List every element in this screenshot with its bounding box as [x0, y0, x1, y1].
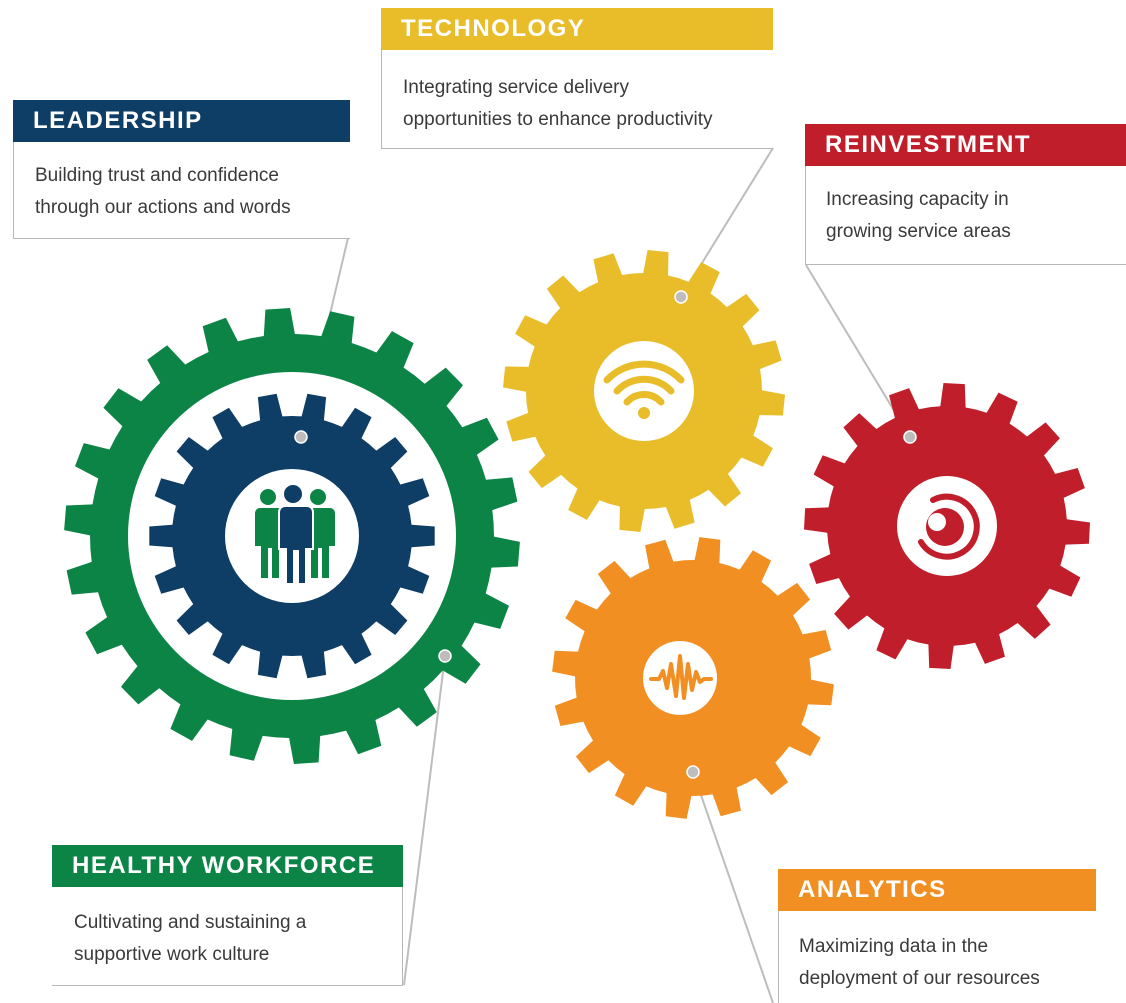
analytics-line-2: deployment of our resources — [799, 968, 1040, 989]
technology-line-2: opportunities to enhance productivity — [403, 109, 713, 130]
leadership-title: LEADERSHIP — [13, 100, 350, 142]
healthy-workforce-line-2: supportive work culture — [74, 944, 270, 965]
reinvestment-line-2: growing service areas — [826, 221, 1011, 242]
technology-dot — [674, 290, 688, 304]
people-icon — [255, 483, 335, 585]
reinvestment-dot — [903, 430, 917, 444]
healthy-workforce-title: HEALTHY WORKFORCE — [52, 845, 403, 887]
leadership-line-1: Building trust and confidence — [35, 165, 279, 186]
target-icon — [918, 493, 980, 560]
reinvestment-title: REINVESTMENT — [805, 124, 1126, 166]
technology-description: Integrating service delivery opportuniti… — [381, 50, 773, 149]
waveform-icon — [649, 654, 713, 700]
analytics-connector — [692, 771, 774, 1003]
healthy-workforce-description: Cultivating and sustaining a supportive … — [52, 887, 403, 986]
analytics-description: Maximizing data in the deployment of our… — [778, 911, 1096, 1003]
connector-dots — [294, 290, 917, 779]
analytics-line-1: Maximizing data in the — [799, 936, 989, 957]
analytics-dot — [686, 765, 700, 779]
leadership-dot — [294, 430, 308, 444]
healthy-workforce-line-1: Cultivating and sustaining a — [74, 912, 307, 933]
leadership-line-2: through our actions and words — [35, 197, 291, 218]
reinvestment-description: Increasing capacity in growing service a… — [805, 166, 1126, 265]
wifi-icon — [603, 360, 685, 419]
workforce-dot — [438, 649, 452, 663]
reinvestment-line-1: Increasing capacity in — [826, 189, 1009, 210]
leadership-description: Building trust and confidence through ou… — [13, 142, 350, 239]
analytics-icon-circle — [643, 641, 717, 715]
analytics-title: ANALYTICS — [778, 869, 1096, 911]
technology-title: TECHNOLOGY — [381, 8, 773, 50]
technology-line-1: Integrating service delivery — [403, 77, 629, 98]
workforce-connector — [403, 655, 446, 986]
